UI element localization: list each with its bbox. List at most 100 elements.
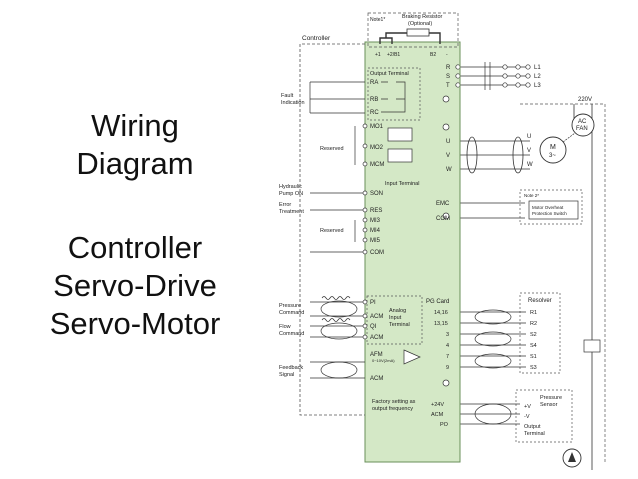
pressure-cmd-2: Command <box>279 310 304 316</box>
analog-input-2: Input <box>389 315 402 321</box>
power-r: R <box>446 65 451 71</box>
sensor-po: PO <box>440 422 449 428</box>
error-1: Error <box>279 202 291 208</box>
emc-label: EMC <box>436 201 450 207</box>
relay-wires <box>309 81 365 114</box>
pressure-sensor-1: Pressure <box>540 395 562 401</box>
analog-terminals <box>362 299 368 340</box>
factory-note-2: output frequency <box>372 406 413 412</box>
dc-term-3: B2 <box>430 52 436 58</box>
analog-input-3: Terminal <box>389 322 410 328</box>
pg-pin-1: 14,16 <box>434 310 448 316</box>
analog-acm-2: ACM <box>370 335 383 341</box>
feedback-2: Signal <box>279 372 294 378</box>
resolver-r2: R2 <box>530 321 537 327</box>
subtitle-line-1: Controller <box>67 230 203 265</box>
motor-label: M <box>550 144 556 151</box>
overheat-1: Motor Overheat <box>532 205 564 210</box>
analog-pi: PI <box>370 300 376 306</box>
ac-fan <box>571 113 595 137</box>
mo-terminals <box>362 123 368 167</box>
output-terminal-2b: Terminal <box>524 431 545 437</box>
mi4-label: MI4 <box>370 228 381 234</box>
motor-wires <box>460 136 530 174</box>
controller-frame <box>299 43 365 416</box>
controller-label: Controller <box>302 35 331 42</box>
fan-motor-link <box>562 132 576 143</box>
motor-wire-u: U <box>527 134 531 140</box>
ground-symbols <box>442 95 450 387</box>
acm-label: ACM <box>370 376 383 382</box>
relay-contacts <box>381 81 406 113</box>
com2-label: COM <box>436 216 450 222</box>
resolver-r1: R1 <box>530 310 537 316</box>
relay-ra: RA <box>370 80 378 86</box>
com-label: COM <box>370 250 384 256</box>
resolver-s1: S1 <box>530 354 537 360</box>
motor-term-v: V <box>446 153 450 159</box>
note1-label: Note1* <box>370 17 385 23</box>
power-s: S <box>446 74 450 80</box>
analog-frame <box>366 295 423 345</box>
optional-label: (Optional) <box>408 21 432 27</box>
dc-term-1: +1 <box>375 52 381 58</box>
overheat-switch <box>528 200 579 220</box>
power-t: T <box>446 83 450 89</box>
title-line-2: Diagram <box>76 146 194 181</box>
sensor-frame <box>515 389 573 443</box>
res-label: RES <box>370 208 382 214</box>
resolver-s3: S3 <box>530 365 537 371</box>
mo1-label: MO1 <box>370 124 384 130</box>
sensor-term-nv: -V <box>524 414 530 420</box>
pg-pin-3: 3 <box>446 332 449 338</box>
braking-resistor-label: Braking Resistor <box>402 14 443 20</box>
output-terminal-label: Output Terminal <box>370 71 409 77</box>
motor-term-w: W <box>446 167 452 173</box>
subtitle-line-3: Servo-Motor <box>49 306 221 341</box>
resolver-s2: S2 <box>530 332 537 338</box>
afm-amp <box>403 349 421 365</box>
encoder-symbol <box>583 339 601 353</box>
sensor-term-pv: +V <box>524 404 531 410</box>
supply-label: 220V <box>578 97 592 103</box>
sensor-wires <box>460 403 520 425</box>
relay-rb: RB <box>370 97 378 103</box>
pressure-sensor-2: Sensor <box>540 402 558 408</box>
output-terminal-2a: Output <box>524 424 541 430</box>
analog-qi: QI <box>370 324 377 330</box>
pg-pin-6: 9 <box>446 365 449 371</box>
motor <box>539 136 567 164</box>
mcm-label: MCM <box>370 162 384 168</box>
power-breakers <box>455 64 531 88</box>
fan-label-1: AC <box>578 119 587 125</box>
motor-term-u: U <box>446 139 450 145</box>
analog-acm-1: ACM <box>370 314 383 320</box>
optocouplers <box>387 127 413 163</box>
dc-term-4: - <box>446 52 448 58</box>
fault-indication-1: Fault <box>281 93 294 99</box>
flow-cmd-1: Flow <box>279 324 291 330</box>
pg-pin-4: 4 <box>446 343 449 349</box>
mi5-label: MI5 <box>370 238 381 244</box>
resolver-label: Resolver <box>528 298 552 304</box>
braking-resistor <box>406 28 430 37</box>
line-l2: L2 <box>534 74 541 80</box>
sensor-24v: +24V <box>431 402 444 408</box>
note2-label: Note 2* <box>524 193 539 198</box>
reserved-2: Reserved <box>320 228 344 234</box>
flow-cmd-2: Command <box>279 331 304 337</box>
motor-phase: 3~ <box>549 153 556 159</box>
mi3-label: MI3 <box>370 218 381 224</box>
supply-wire <box>573 104 593 470</box>
feedback-1: Feedback <box>279 365 303 371</box>
pg-pin-2: 13,15 <box>434 321 448 327</box>
afm-label: AFM <box>370 352 383 358</box>
resolver-frame <box>519 292 561 374</box>
overheat-2: Protection Switch <box>532 211 567 216</box>
hydraulic-2: Pump ON <box>279 191 303 197</box>
afm-wires <box>310 361 365 379</box>
fan-label-2: FAN <box>576 126 588 132</box>
subtitle-line-2: Servo-Drive <box>53 268 217 303</box>
drive-body <box>364 41 461 463</box>
